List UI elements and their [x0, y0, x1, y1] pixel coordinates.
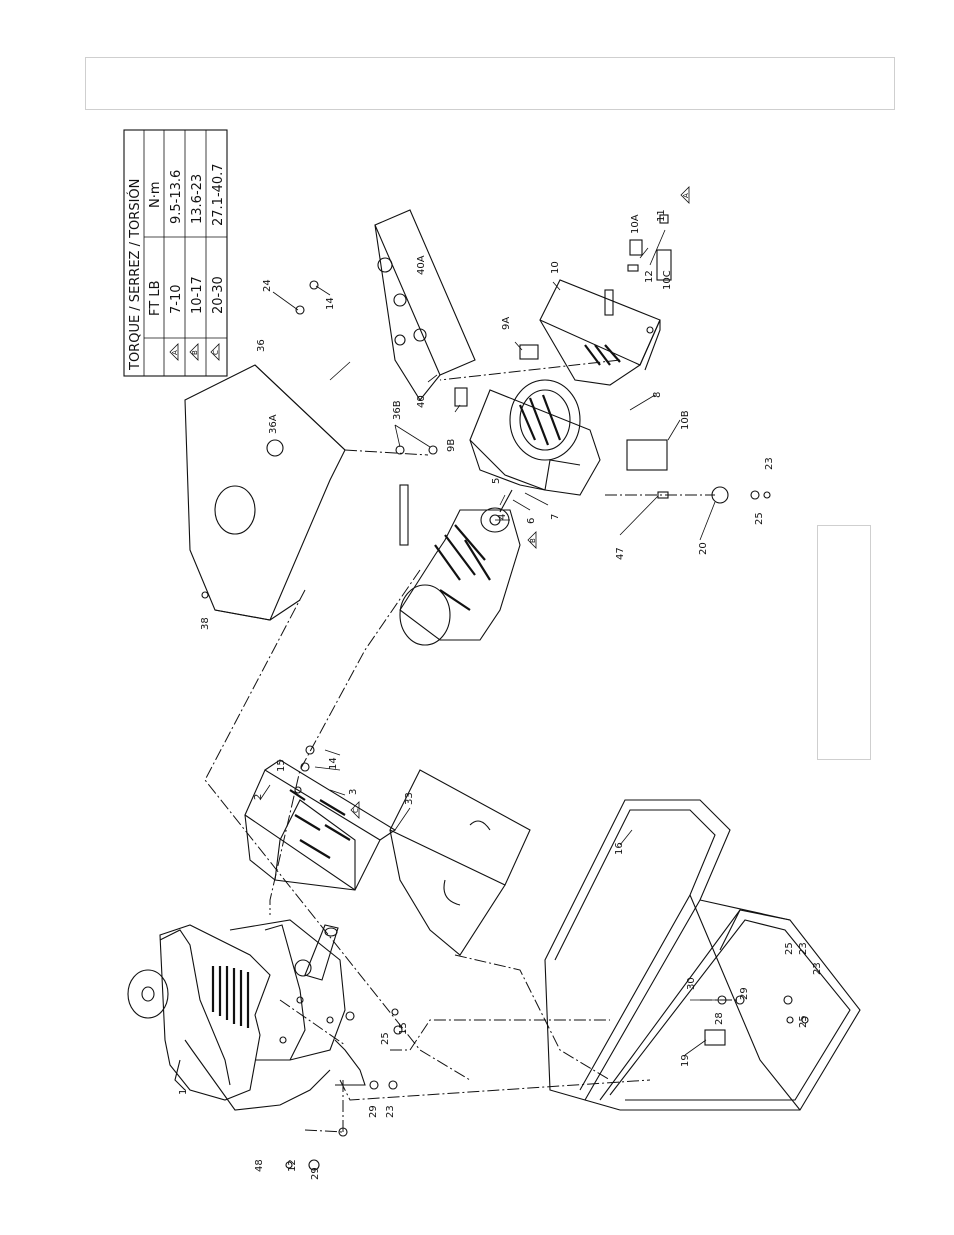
- adapter-housing: [245, 760, 395, 890]
- callout-3: 3: [348, 789, 359, 795]
- torque-title: TORQUE / SERREZ / TORSIÓN: [127, 179, 143, 371]
- callout-10a: 10A: [630, 214, 641, 234]
- callout-12b: 12: [644, 270, 655, 283]
- torque-row-a-symbol: A: [171, 350, 179, 355]
- callout-9b: 9B: [446, 439, 457, 452]
- callout-23d: 23: [812, 962, 823, 975]
- torque-row-b-symbol: B: [191, 350, 199, 355]
- callout-9a: 9A: [501, 317, 512, 330]
- top-cover: [185, 365, 345, 620]
- torque-callouts: C B A: [351, 187, 690, 818]
- torque-callout-a-label: A: [682, 193, 690, 198]
- torque-row-b-nm: 13.6-23: [190, 174, 205, 224]
- callout-7: 7: [550, 514, 561, 520]
- torque-row-c-ftlb: 20-30: [211, 276, 226, 314]
- callout-12a: 12: [287, 1159, 298, 1172]
- callout-23a: 23: [385, 1105, 396, 1118]
- torque-callout-b-label: B: [529, 538, 537, 543]
- callout-6: 6: [526, 518, 537, 524]
- callout-25d: 25: [798, 1015, 809, 1028]
- frame: [545, 800, 860, 1110]
- leader-lines: [260, 230, 722, 1055]
- torque-callout-c-label: C: [352, 808, 360, 813]
- callout-20: 20: [698, 542, 709, 555]
- fasteners: [202, 215, 808, 1170]
- callout-28: 28: [714, 1012, 725, 1025]
- callout-29b: 29: [368, 1105, 379, 1118]
- callout-25a: 25: [380, 1032, 391, 1045]
- callout-16: 16: [614, 842, 625, 855]
- callout-24: 24: [262, 279, 273, 292]
- callout-36a: 36A: [268, 414, 279, 434]
- callout-11: 11: [656, 209, 667, 222]
- torque-row-a-ftlb: 7-10: [169, 284, 184, 314]
- torque-col-ftlb: FT LB: [148, 281, 163, 316]
- callout-8: 8: [652, 392, 663, 398]
- callout-15b: 15: [398, 1022, 409, 1035]
- control-panel-plate: [375, 210, 475, 406]
- torque-row-c-nm: 27.1-40.7: [211, 163, 226, 226]
- callout-5: 5: [491, 478, 502, 484]
- callout-40: 40: [416, 395, 427, 408]
- callout-40a: 40A: [416, 255, 427, 275]
- callout-29c: 29: [739, 987, 750, 1000]
- callout-4: 4: [497, 514, 508, 520]
- assembly-centerlines: [205, 360, 740, 1132]
- callout-23b: 23: [764, 457, 775, 470]
- callout-14b: 14: [325, 297, 336, 310]
- stator: [470, 380, 600, 495]
- callout-33: 33: [404, 792, 415, 805]
- callout-48: 48: [254, 1159, 265, 1172]
- callout-30: 30: [686, 977, 697, 990]
- engine: [128, 920, 365, 1110]
- callout-14a: 14: [328, 757, 339, 770]
- control-box: [540, 280, 660, 385]
- callout-10b: 10B: [680, 410, 691, 430]
- callout-1: 1: [178, 1089, 189, 1095]
- callout-25b: 25: [754, 512, 765, 525]
- torque-row-c-symbol: C: [212, 350, 220, 355]
- callout-25c: 25: [784, 942, 795, 955]
- torque-row-b-ftlb: 10-17: [190, 276, 205, 314]
- callout-10: 10: [550, 261, 561, 274]
- callout-15a: 15: [276, 759, 287, 772]
- callout-10c: 10C: [662, 270, 673, 290]
- callout-36: 36: [256, 339, 267, 352]
- callout-29a: 29: [310, 1167, 321, 1180]
- callout-38: 38: [200, 617, 211, 630]
- torque-col-nm: N·m: [148, 181, 163, 208]
- callout-47: 47: [615, 547, 626, 560]
- torque-row-a-nm: 9.5-13.6: [169, 170, 184, 224]
- callout-labels: 1 2 3 4 5 6 7 8 9A 9B 10 10A 10B 10C 11 …: [178, 209, 823, 1180]
- callout-23c: 23: [798, 942, 809, 955]
- torque-table: TORQUE / SERREZ / TORSIÓN FT LB N·m A 7-…: [124, 130, 227, 376]
- rotor: [400, 490, 520, 645]
- callout-19: 19: [680, 1054, 691, 1067]
- callout-36b: 36B: [392, 400, 403, 420]
